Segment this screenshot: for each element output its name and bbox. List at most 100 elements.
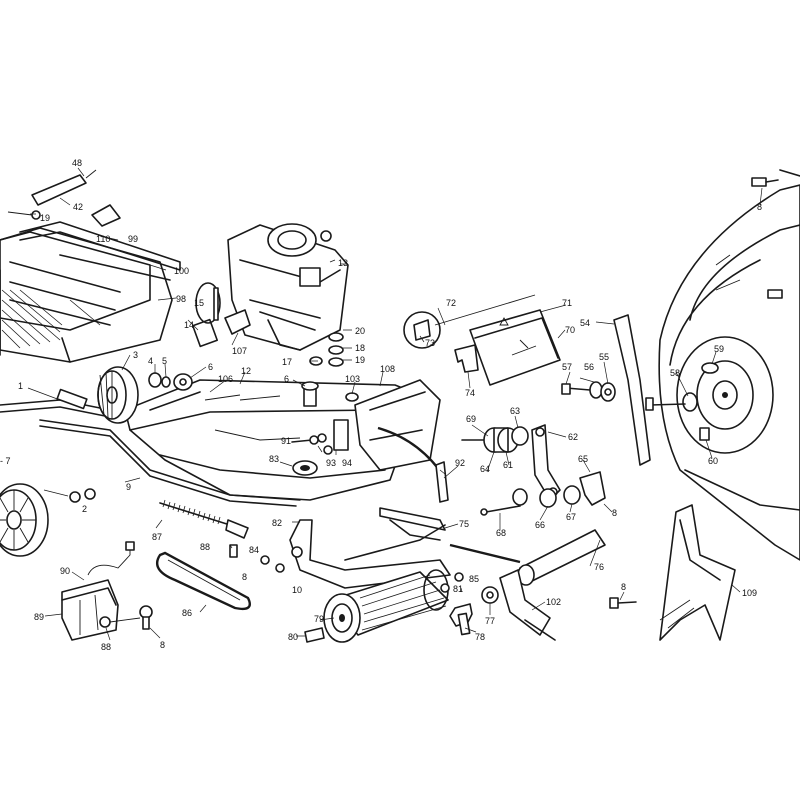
bracket-ridge — [715, 254, 783, 299]
spring-87 — [159, 499, 249, 539]
callout-70: 70 — [565, 325, 575, 335]
callout-57: 57 — [562, 362, 572, 372]
callout-3: 3 — [133, 350, 138, 360]
rear-wheel-upper — [97, 366, 139, 424]
height-lever-75 — [344, 507, 446, 561]
mower-deck — [124, 379, 421, 501]
callout-14: 14 — [184, 320, 194, 330]
callout-59: 59 — [714, 344, 724, 354]
grass-collector-bag — [0, 227, 173, 363]
callout-10: 10 — [292, 585, 302, 595]
callout-68: 68 — [496, 528, 506, 538]
callout-19: 19 — [40, 213, 50, 223]
bushing-63 — [511, 426, 529, 446]
callout-90: 90 — [60, 566, 70, 576]
callout-109: 109 — [742, 588, 757, 598]
roller-hardware — [440, 572, 499, 636]
cutting-blade — [613, 314, 651, 466]
linkage-hardware — [480, 485, 581, 516]
callout-58: 58 — [670, 368, 680, 378]
bracket-102 — [499, 569, 556, 641]
handle-grip — [7, 169, 97, 220]
clamp-73 — [403, 311, 441, 349]
callout-76: 76 — [594, 562, 604, 572]
callout-13: 13 — [338, 258, 348, 268]
callout-110: 110 — [96, 234, 110, 244]
callout-82: 82 — [272, 518, 282, 528]
screw-91 — [291, 435, 319, 445]
callout-86: 86 — [182, 608, 192, 618]
wheel-hardware-lower — [69, 488, 96, 503]
callout-56: 56 — [584, 362, 594, 372]
callout-5: 5 — [162, 356, 167, 366]
callout-2: 2 — [82, 504, 87, 514]
callout-17: 17 — [282, 357, 292, 367]
callout-71: 71 — [562, 298, 572, 308]
bracket-65 — [579, 471, 606, 506]
rear-cover-109 — [659, 504, 736, 641]
callout-102: 102 — [546, 597, 561, 607]
callout-8: 8 — [242, 572, 247, 582]
callout-80: 80 — [288, 632, 298, 642]
drive-belt — [155, 551, 251, 611]
callout-42: 42 — [73, 202, 83, 212]
instruction-card — [469, 309, 561, 386]
top-right-bolt — [751, 169, 800, 187]
callout-81: 81 — [453, 584, 463, 594]
battery-pack — [61, 541, 153, 641]
callout-20: 20 — [355, 326, 365, 336]
callout-9: 9 — [126, 482, 131, 492]
callout-67: 67 — [566, 512, 576, 522]
callout-85: 85 — [469, 574, 479, 584]
callout-98: 98 — [176, 294, 186, 304]
blade-bolt-57 — [561, 381, 616, 402]
callout-74: 74 — [465, 388, 475, 398]
lever-frame — [289, 519, 451, 589]
callout-99: 99 — [128, 234, 138, 244]
bolt-stack-right — [309, 332, 344, 367]
callout-91: 91 — [281, 436, 291, 446]
callout-19: 19 — [355, 355, 365, 365]
rear-roller — [323, 569, 449, 643]
callout-numbers: 48 42 19 99 110 100 98 13 15 14 107 20 1… — [0, 158, 762, 652]
callout-88: 88 — [200, 542, 210, 552]
plug-cap — [224, 309, 251, 335]
callout-48: 48 — [72, 158, 82, 168]
callout-75: 75 — [459, 519, 469, 529]
lever-arm-62 — [531, 424, 561, 501]
callout-63: 63 — [510, 406, 520, 416]
callout-8: 8 — [757, 202, 762, 212]
clamp-74 — [454, 344, 479, 373]
callout-18: 18 — [355, 343, 365, 353]
callout-73: 73 — [425, 338, 435, 348]
callout-7: - 7 — [0, 456, 11, 466]
engine — [227, 223, 349, 351]
callout-77: 77 — [485, 616, 495, 626]
callout-12: 12 — [241, 366, 251, 376]
callout-92: 92 — [455, 458, 465, 468]
callout-4: 4 — [148, 356, 153, 366]
callout-69: 69 — [466, 414, 476, 424]
front-wheel-lower — [0, 483, 49, 557]
callout-1: 1 — [18, 381, 23, 391]
spark-plug — [191, 318, 219, 348]
small-bolts-88-84 — [229, 544, 285, 573]
tool-15 — [195, 282, 221, 324]
rear-axle — [0, 388, 111, 418]
callout-65: 65 — [578, 454, 588, 464]
callout-15: 15 — [194, 298, 204, 308]
callout-8: 8 — [612, 508, 617, 518]
callout-61: 61 — [503, 460, 513, 470]
callout-60: 60 — [708, 456, 718, 466]
callout-84: 84 — [249, 545, 259, 555]
pulley-hardware — [645, 362, 719, 441]
callout-89: 89 — [34, 612, 44, 622]
callout-106: 106 — [218, 374, 233, 384]
leader-lines — [27, 167, 763, 641]
callout-108: 108 — [380, 364, 395, 374]
strap-92 — [435, 461, 449, 503]
callout-78: 78 — [475, 632, 485, 642]
callout-8: 8 — [621, 582, 626, 592]
bushing-83 — [292, 460, 318, 476]
